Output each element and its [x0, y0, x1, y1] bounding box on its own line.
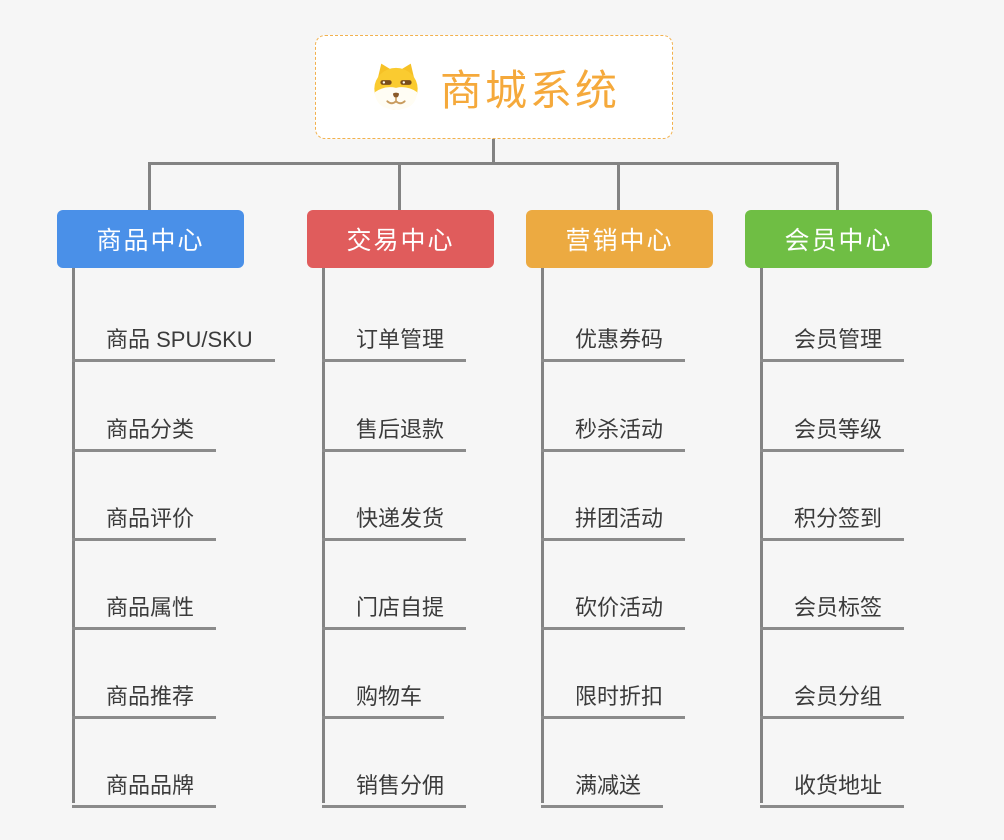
- root-node[interactable]: 商城系统: [315, 35, 673, 139]
- leaf-node[interactable]: 收货地址: [760, 759, 905, 808]
- branch-spine: [72, 268, 75, 803]
- branch-column-product: 商品中心 商品 SPU/SKU 商品分类 商品评价 商品属性 商品推荐 商品品牌: [57, 210, 317, 830]
- leaf-node[interactable]: 订单管理: [322, 313, 467, 362]
- leaf-node[interactable]: 砍价活动: [541, 581, 686, 630]
- leaf-node[interactable]: 门店自提: [322, 581, 467, 630]
- shiba-dog-icon: [374, 63, 418, 110]
- root-node-label: 商城系统: [439, 66, 620, 114]
- leaf-node[interactable]: 商品分类: [72, 403, 217, 452]
- leaf-node[interactable]: 秒杀活动: [541, 403, 686, 452]
- branch-node-product-center[interactable]: 商品中心: [57, 210, 244, 268]
- leaf-node[interactable]: 优惠券码: [541, 313, 686, 362]
- leaf-node[interactable]: 会员分组: [760, 670, 905, 719]
- branch-column-marketing: 营销中心 优惠券码 秒杀活动 拼团活动 砍价活动 限时折扣 满减送: [526, 210, 786, 830]
- branch-node-member-center[interactable]: 会员中心: [745, 210, 932, 268]
- leaf-node[interactable]: 商品评价: [72, 492, 217, 541]
- leaf-node[interactable]: 限时折扣: [541, 670, 686, 719]
- leaf-node[interactable]: 销售分佣: [322, 759, 467, 808]
- leaf-node[interactable]: 商品 SPU/SKU: [72, 313, 275, 362]
- branch-spine: [322, 268, 325, 803]
- branch-column-member: 会员中心 会员管理 会员等级 积分签到 会员标签 会员分组 收货地址: [745, 210, 1004, 830]
- leaf-node[interactable]: 售后退款: [322, 403, 467, 452]
- leaf-node[interactable]: 快递发货: [322, 492, 467, 541]
- branch-spine: [760, 268, 763, 803]
- connector-drop-member: [836, 162, 839, 210]
- leaf-node[interactable]: 会员管理: [760, 313, 905, 362]
- connector-drop-product: [148, 162, 151, 210]
- leaf-node[interactable]: 拼团活动: [541, 492, 686, 541]
- branch-node-marketing-center[interactable]: 营销中心: [526, 210, 713, 268]
- leaf-node[interactable]: 商品属性: [72, 581, 217, 630]
- connector-drop-marketing: [617, 162, 620, 210]
- leaf-node[interactable]: 商品品牌: [72, 759, 217, 808]
- connector-root-stem: [492, 139, 495, 164]
- connector-bus: [148, 162, 839, 165]
- connector-drop-trade: [398, 162, 401, 210]
- leaf-node[interactable]: 满减送: [541, 759, 664, 808]
- leaf-node[interactable]: 会员标签: [760, 581, 905, 630]
- leaf-node[interactable]: 积分签到: [760, 492, 905, 541]
- branch-node-trade-center[interactable]: 交易中心: [307, 210, 494, 268]
- leaf-node[interactable]: 会员等级: [760, 403, 905, 452]
- leaf-node[interactable]: 购物车: [322, 670, 445, 719]
- leaf-node[interactable]: 商品推荐: [72, 670, 217, 719]
- branch-column-trade: 交易中心 订单管理 售后退款 快递发货 门店自提 购物车 销售分佣: [307, 210, 567, 830]
- branch-spine: [541, 268, 544, 803]
